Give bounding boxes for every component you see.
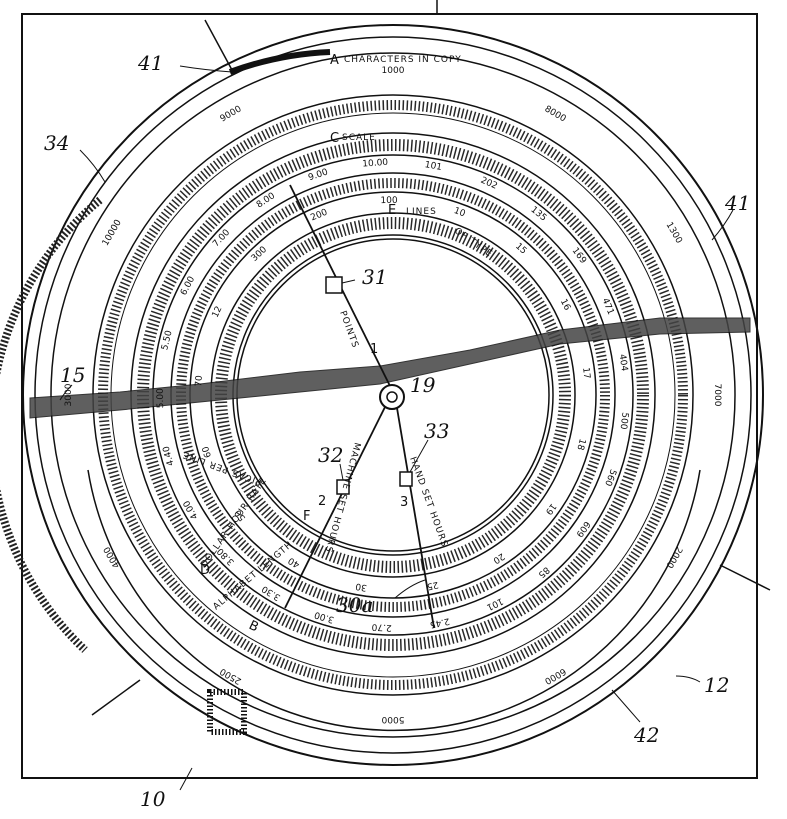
inner-scale-number-7: 25 [426, 579, 439, 591]
label-31: 31 [362, 265, 387, 289]
center-pivot-inner [386, 391, 398, 403]
inner-scale-number-8: 30 [355, 580, 368, 592]
leader-30a [394, 579, 426, 599]
outer-rim-ring [22, 24, 764, 766]
outer-rim-inner-ring [34, 36, 752, 754]
inner-scale-number-12: 70 [194, 375, 205, 387]
leader-41-top [179, 65, 233, 73]
inner-scale-number-13: 12 [211, 305, 225, 320]
hand-3-line [396, 407, 435, 629]
outer-scale-number-5: 6000 [542, 666, 567, 686]
inner-scale-number-1: 15 [513, 241, 528, 256]
outer-scale-number-11: 9000 [219, 104, 244, 124]
leader-33 [409, 439, 429, 473]
label-33: 33 [424, 419, 449, 443]
outer-scale-number-8: 4000 [102, 544, 122, 569]
leader-15 [59, 384, 73, 401]
window-41-top [228, 49, 331, 75]
inner-scale-number-16: 100 [380, 196, 398, 206]
label-12: 12 [704, 673, 729, 697]
hand-2-mark: 2 [318, 494, 326, 509]
outer-scale-number-7: 2500 [218, 665, 243, 685]
outer-frame [21, 13, 758, 779]
middle-scale-number-0: 101 [424, 160, 443, 173]
scale-c-letter: C [330, 131, 339, 146]
outer-scale-number-3: 7000 [712, 384, 722, 407]
leader-10 [179, 767, 193, 791]
leader-12 [675, 675, 701, 683]
middle-scale-number-5: 404 [617, 354, 629, 373]
dial-a-outer-ring [50, 52, 736, 738]
hand-1-slider-box-31[interactable] [325, 276, 343, 294]
inner-scale-number-4: 18 [574, 437, 587, 451]
scale-e-text: LINES [406, 207, 437, 217]
leader-42 [611, 689, 641, 723]
hatched-bar-left [0, 196, 103, 653]
hand-3-mark: 3 [400, 495, 408, 510]
leader-32 [339, 463, 344, 481]
hand-1-mark: 1 [370, 342, 378, 357]
label-32: 32 [318, 443, 343, 467]
middle-scale-number-18: 5.00 [156, 388, 166, 408]
inner-scale-number-11: 60 [201, 445, 214, 459]
cutout-line-right [719, 564, 771, 591]
inner-scale-number-15: 200 [309, 208, 329, 224]
label-34: 34 [44, 131, 69, 155]
inner-scale-number-3: 17 [580, 367, 591, 380]
scale-e-letter: E [388, 203, 396, 218]
middle-scale-number-24: 10.00 [362, 158, 389, 170]
scale-c-text: SCALE [342, 133, 376, 143]
scale-a-text: CHARACTERS IN COPY [344, 55, 462, 65]
outer-scale-number-9: 3000 [64, 383, 74, 406]
middle-scale-number-6: 500 [618, 412, 630, 430]
scale-d-letter: D [200, 563, 210, 578]
b-scale-arc [87, 469, 701, 732]
inner-scale-number-5: 19 [543, 501, 558, 516]
scale-f-letter: F [303, 509, 310, 524]
middle-band-tick-ring [176, 178, 610, 612]
leader-41-right [711, 209, 734, 241]
label-42: 42 [633, 723, 659, 747]
outer-scale-number-10: 10000 [101, 218, 124, 248]
outer-scale-number-1: 8000 [543, 104, 568, 124]
middle-scale-number-12: 2.70 [371, 621, 392, 632]
label-10: 10 [140, 787, 166, 811]
cutout-line-bottom-left [91, 679, 141, 716]
scale-points-text: POINTS [337, 310, 360, 350]
inner-scale-number-9: 40 [287, 555, 302, 570]
cutout-line-top-left [204, 19, 233, 71]
outer-scale-number-0: 1000 [382, 66, 405, 76]
hand-2-line [284, 404, 387, 609]
label-41-top: 41 [137, 51, 163, 75]
scale-a-letter: A [330, 53, 339, 68]
middle-scale-number-17: 4.40 [162, 445, 177, 467]
label-15: 15 [60, 363, 85, 387]
hand-3-slider-box-33[interactable] [399, 471, 413, 487]
scale-b-letter: B [246, 618, 260, 635]
middle-scale-number-19: 5.50 [160, 329, 174, 351]
inner-scale-number-6: 20 [491, 550, 506, 565]
dial-a-tick-ring [98, 100, 688, 690]
label-41-right: 41 [724, 191, 750, 215]
leader-34 [79, 149, 106, 183]
inner-scale-number-2: 16 [558, 298, 572, 313]
outer-scale-number-4: 2000 [663, 545, 683, 570]
hatched-block-bottom [207, 689, 247, 735]
inner-scale-number-0: 10 [452, 206, 466, 219]
outer-scale-number-6: 5000 [381, 714, 404, 724]
label-30a: 30a [336, 593, 373, 617]
hatched-window-strip [29, 317, 751, 419]
label-19: 19 [410, 373, 436, 397]
outer-scale-number-2: 1300 [664, 221, 684, 246]
middle-scale-number-11: 2.45 [429, 615, 451, 629]
leader-31 [341, 279, 356, 284]
